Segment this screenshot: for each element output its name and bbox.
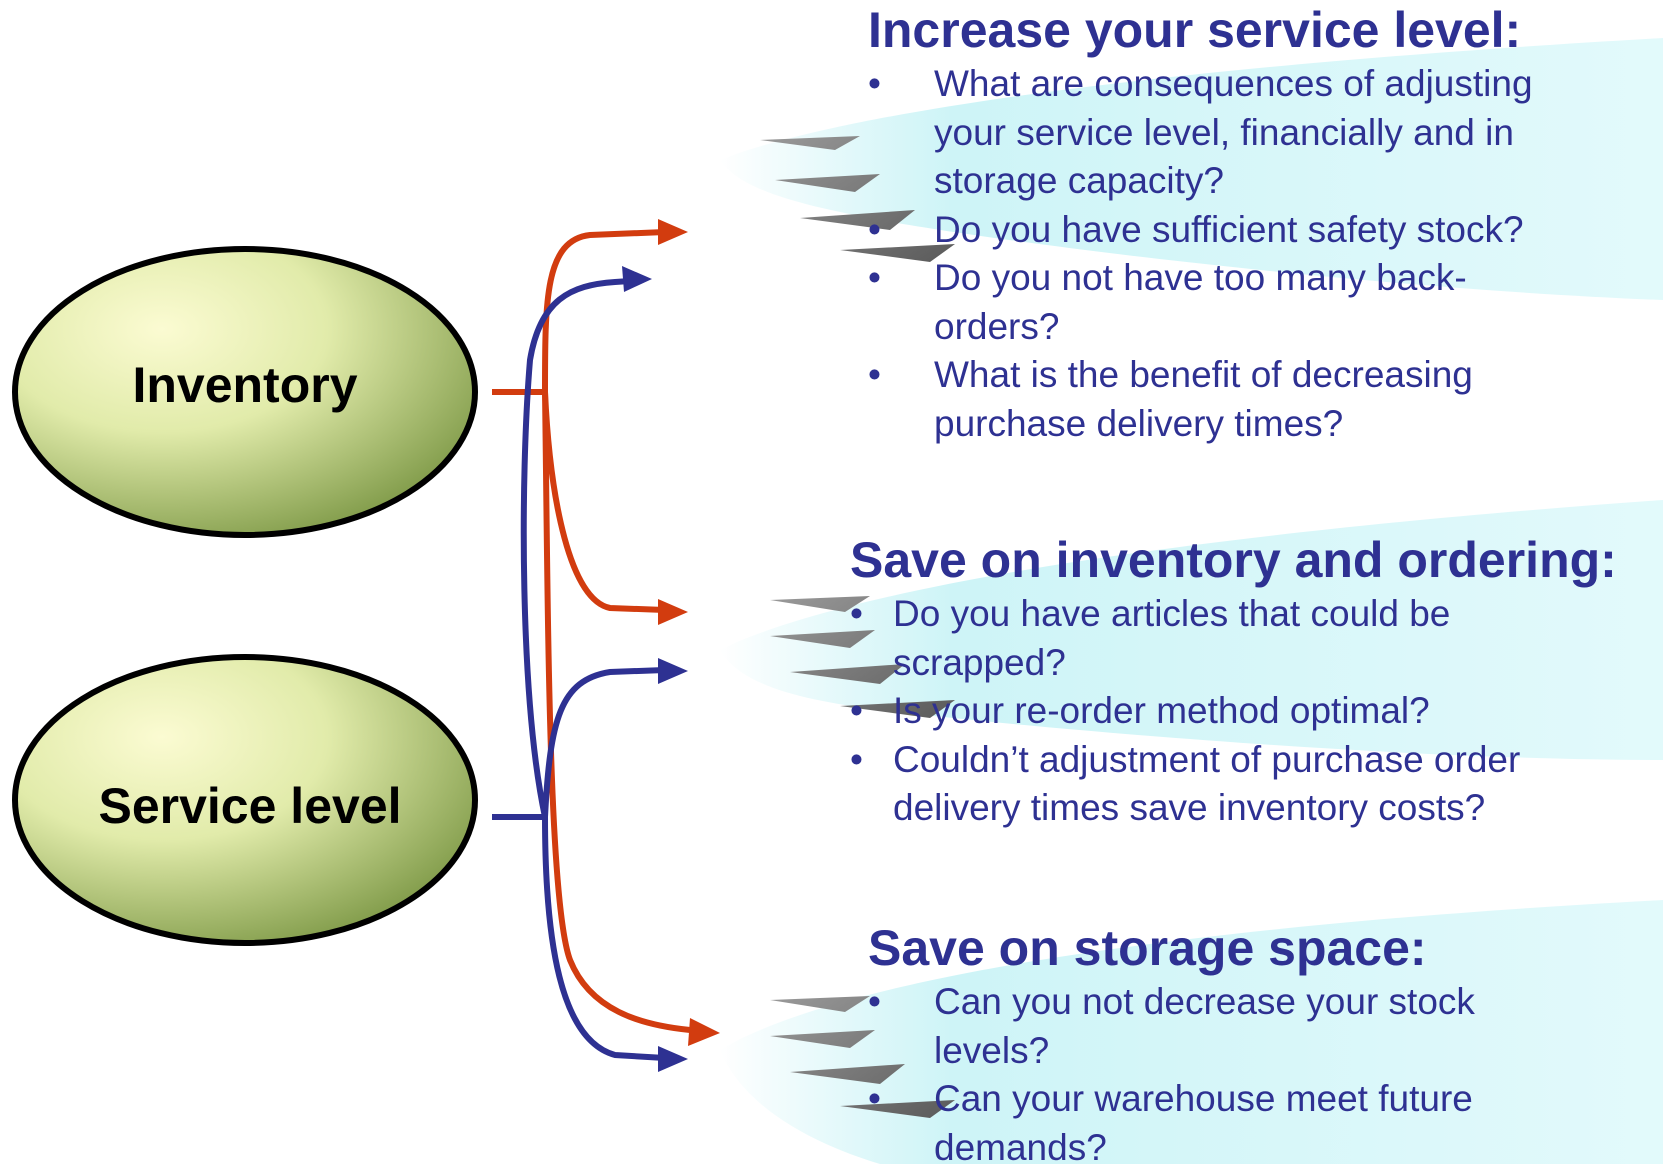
inventory-connectors <box>492 229 691 1033</box>
bullet-icon: • <box>868 1078 881 1119</box>
bullet-item: • Can your warehouse meet future demands? <box>868 1075 1564 1172</box>
bullet-item: • Is your re-order method optimal? <box>850 687 1613 736</box>
service-level-connectors <box>492 278 666 1061</box>
section-increase-service-level: Increase your service level: • What are c… <box>868 0 1564 448</box>
bullet-text: Do you not have too many back-orders? <box>934 257 1467 347</box>
bullet-item: • What are consequences of adjusting your… <box>868 60 1564 206</box>
swoosh-graphic <box>720 38 1663 300</box>
bullet-item: • What is the benefit of decreasing purch… <box>868 351 1564 448</box>
section-save-storage-space: Save on storage space: • Can you not decr… <box>868 918 1564 1172</box>
bullet-icon: • <box>850 593 863 634</box>
bullet-text: What is the benefit of decreasing purcha… <box>934 354 1473 444</box>
inventory-arrowheads <box>658 219 720 1046</box>
bullet-item: • Do you not have too many back-orders? <box>868 254 1514 351</box>
swoosh-graphic <box>720 900 1663 1164</box>
bullet-icon: • <box>868 981 881 1022</box>
bullet-item: • Couldn’t adjustment of purchase order d… <box>850 736 1613 833</box>
inventory-label: Inventory <box>132 357 358 413</box>
bullet-text: Do you have sufficient safety stock? <box>934 208 1524 250</box>
bullet-item: • Do you have articles that could be scra… <box>850 590 1513 687</box>
bullet-text: Do you have articles that could be scrap… <box>893 593 1451 683</box>
bullet-item: • Do you have sufficient safety stock? <box>868 206 1564 255</box>
bullet-icon: • <box>850 738 863 780</box>
bullet-icon: • <box>868 63 881 104</box>
bullet-text: What are consequences of adjusting your … <box>934 63 1533 201</box>
bullet-list: • What are consequences of adjusting your… <box>868 60 1564 448</box>
bullet-list: • Can you not decrease your stock levels?… <box>868 978 1564 1172</box>
bullet-icon: • <box>868 257 881 298</box>
service-level-label: Service level <box>98 778 402 834</box>
inventory-node <box>12 246 478 538</box>
bullet-item: • Can you not decrease your stock levels? <box>868 978 1564 1075</box>
bullet-icon: • <box>850 690 863 731</box>
bullet-text: Can your warehouse meet future demands? <box>934 1078 1473 1168</box>
swoosh-graphic <box>720 500 1663 760</box>
service-level-arrowheads <box>622 266 688 1072</box>
service-level-node <box>12 654 478 946</box>
bullet-text: Can you not decrease your stock levels? <box>934 981 1475 1071</box>
bullet-text: Is your re-order method optimal? <box>893 690 1430 731</box>
section-save-inventory-ordering: Save on inventory and ordering: • Do you … <box>850 530 1617 833</box>
bullet-icon: • <box>868 354 881 395</box>
bullet-icon: • <box>868 208 881 250</box>
bullet-list: • Do you have articles that could be scra… <box>850 590 1617 833</box>
section-title: Increase your service level: <box>868 2 1522 58</box>
section-title: Save on storage space: <box>868 920 1427 976</box>
bullet-text: Couldn’t adjustment of purchase order de… <box>893 738 1521 829</box>
section-title: Save on inventory and ordering: <box>850 532 1617 588</box>
